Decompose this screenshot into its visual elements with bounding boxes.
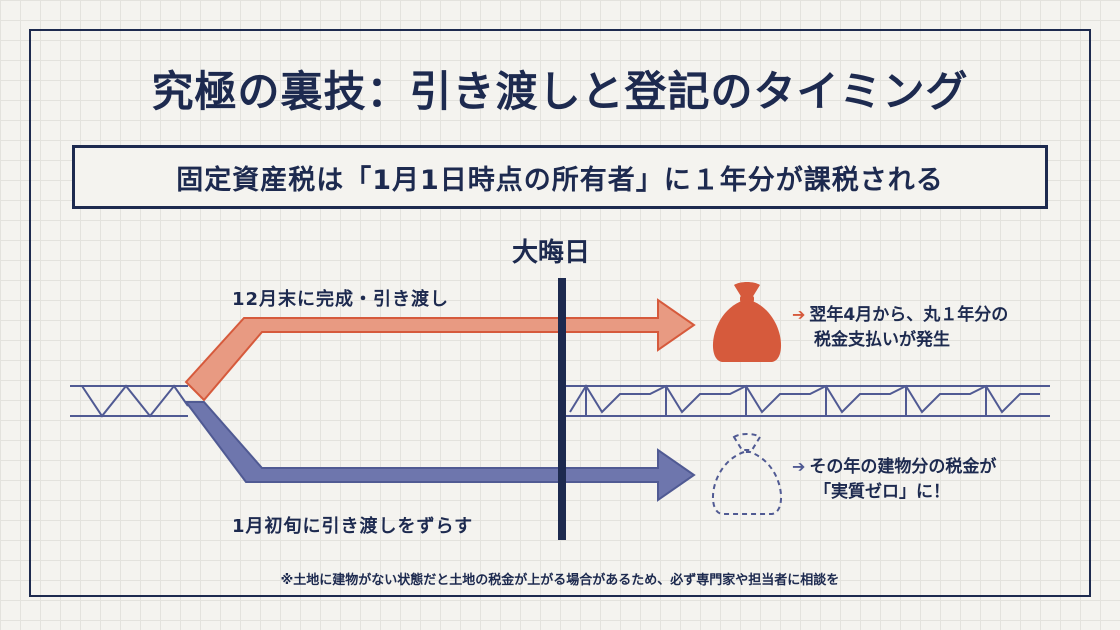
lower-path-label: 1月初旬に引き渡しをずらす	[232, 516, 474, 537]
upper-path-arrow	[184, 298, 696, 402]
truss-right	[566, 384, 1050, 417]
empty-money-bag-icon	[711, 433, 783, 515]
upper-path-label: 12月末に完成・引き渡し	[232, 289, 450, 310]
money-bag-icon	[712, 282, 782, 362]
subtitle-text: 固定資産税は「1月1日時点の所有者」に１年分が課税される	[176, 164, 944, 196]
upper-result: ➔翌年4月から、丸１年分の 税金支払いが発生	[792, 302, 1008, 353]
upper-result-line1: 翌年4月から、丸１年分の	[809, 305, 1009, 325]
lower-result: ➔その年の建物分の税金が 「実質ゼロ」に！	[792, 454, 996, 505]
page-title: 究極の裏技：引き渡しと登記のタイミング	[151, 67, 969, 116]
lower-result-line2: 「実質ゼロ」に！	[814, 482, 950, 502]
arrow-right-icon: ➔	[792, 305, 806, 324]
subtitle-box: 固定資産税は「1月1日時点の所有者」に１年分が課税される	[72, 145, 1048, 209]
footnote: ※土地に建物がない状態だと土地の税金が上がる場合があるため、必ず専門家や担当者に…	[280, 573, 840, 588]
upper-result-line2: 税金支払いが発生	[814, 330, 950, 350]
outer-frame	[29, 29, 1091, 597]
truss-left	[70, 384, 189, 418]
deadline-line	[558, 278, 566, 540]
deadline-label: 大晦日	[512, 238, 591, 268]
lower-result-line1: その年の建物分の税金が	[809, 457, 997, 477]
lower-path-arrow	[184, 401, 696, 502]
arrow-right-icon: ➔	[792, 457, 806, 476]
